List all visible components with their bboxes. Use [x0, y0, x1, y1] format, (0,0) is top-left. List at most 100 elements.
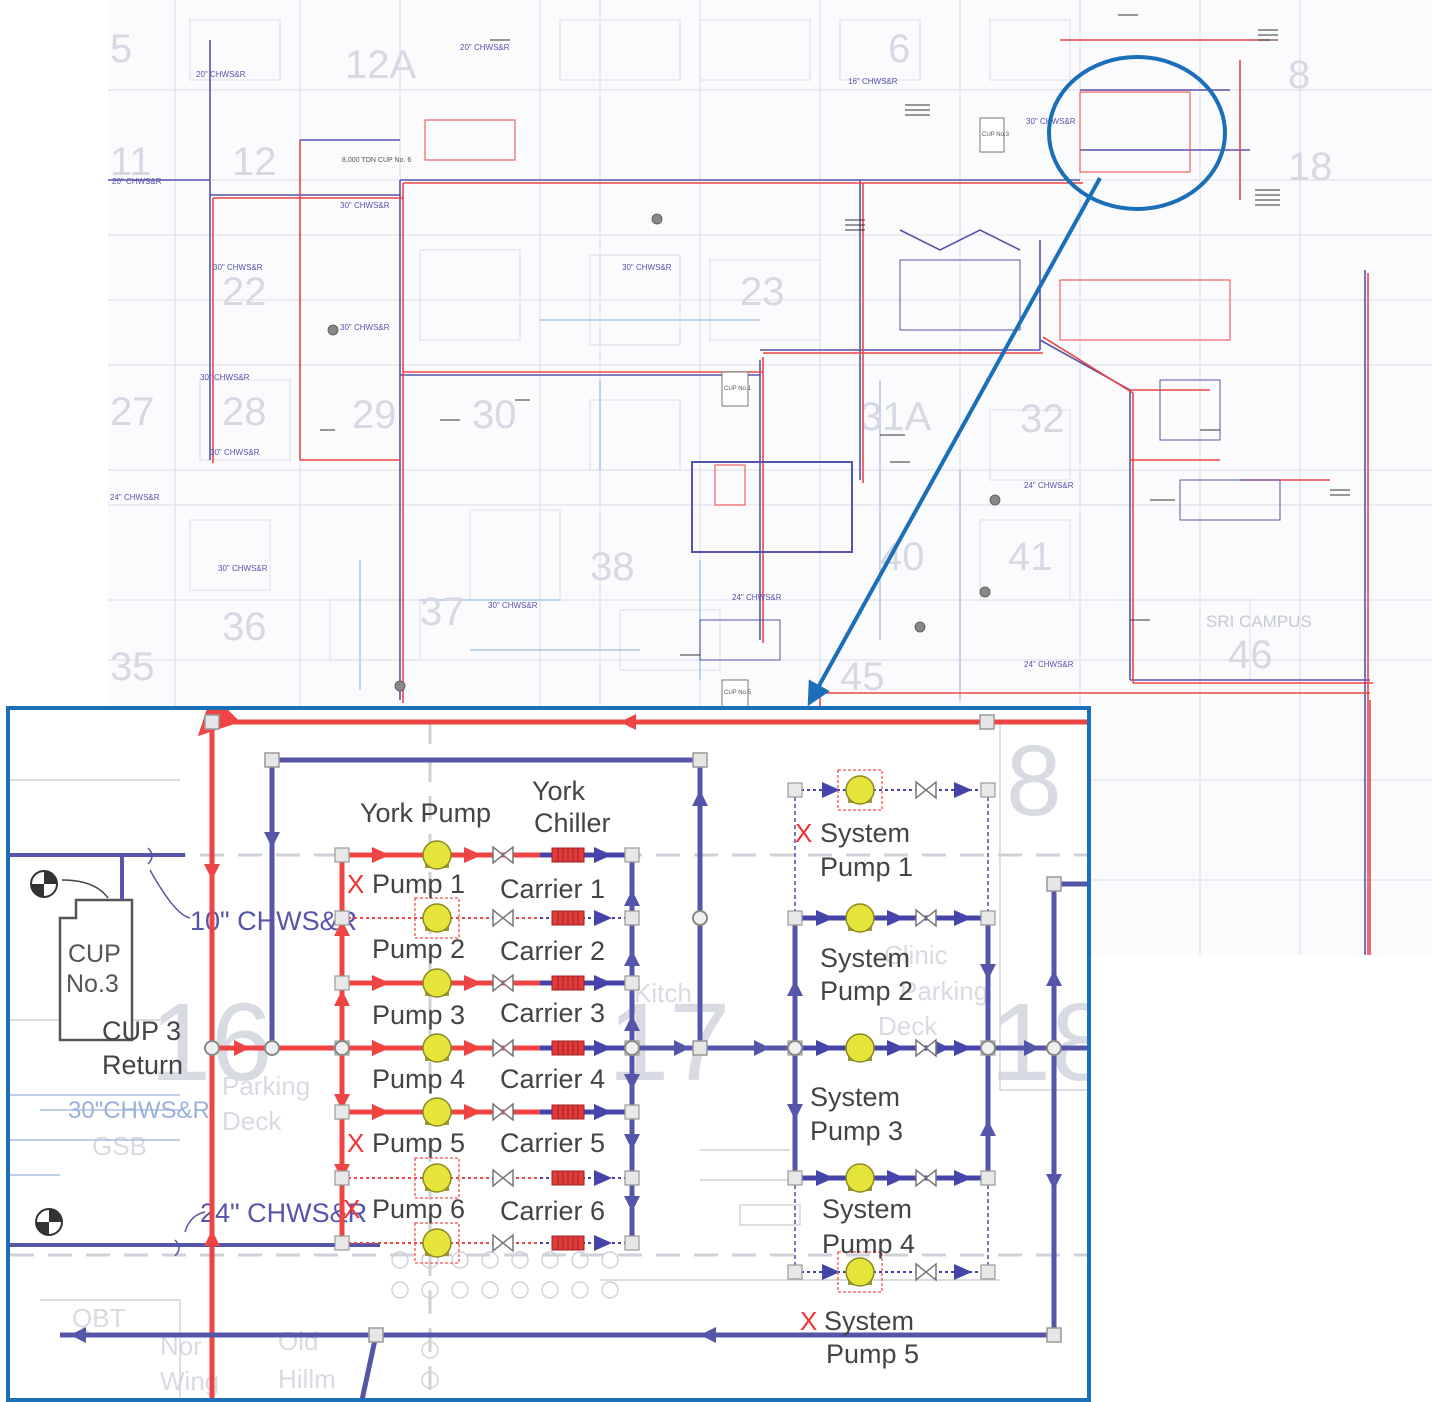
york-pump-row	[334, 1097, 640, 1127]
marker-icon	[914, 621, 926, 633]
building-connection-pipes	[10, 853, 380, 1247]
junction-node	[787, 1040, 803, 1056]
valve-icon	[915, 1168, 937, 1188]
cup-box-label: CUP	[68, 940, 121, 968]
pump-icon	[422, 1097, 452, 1127]
system-pump-label: System	[822, 1194, 912, 1224]
marker-icon	[394, 680, 406, 692]
system-pump-label: Pump 2	[820, 976, 913, 1006]
pipe-fitting	[334, 847, 350, 863]
system-pump-label: System	[810, 1082, 900, 1112]
block-number: 23	[740, 270, 785, 314]
chiller-label: Carrier 4	[500, 1064, 605, 1094]
pipe-label: 30" CHWS&R	[210, 448, 260, 457]
pipe-fitting	[334, 1235, 350, 1251]
junction-node	[264, 1040, 280, 1056]
junction-node	[334, 1040, 350, 1056]
chiller-label: Carrier 1	[500, 874, 605, 904]
pipe-label: 30" CHWS&R	[622, 263, 672, 272]
equipment-labels: York Pump York Chiller Pump 1 Pump 2 Pum…	[360, 776, 919, 1369]
system-pump-row	[787, 1163, 996, 1193]
pump-label: Pump 6	[372, 1194, 465, 1224]
pipe-label: 24" CHWS&R	[1024, 660, 1074, 669]
pump-icon	[845, 775, 875, 805]
bg-label: Parking	[900, 976, 988, 1006]
pipe-label: 30" CHWS&R	[200, 373, 250, 382]
pipe-label: 20" CHWS&R	[196, 70, 246, 79]
pipe-fitting	[980, 1264, 996, 1280]
pump-label: Pump 2	[372, 934, 465, 964]
marker-icon	[979, 586, 991, 598]
system-pump-label: Pump 3	[810, 1116, 903, 1146]
pump-icon	[422, 840, 452, 870]
block-number: 38	[590, 545, 635, 589]
junction-node	[1046, 1040, 1062, 1056]
offline-markers: X X X X X	[343, 818, 817, 1336]
york-pump-row	[334, 1222, 640, 1264]
plant-label: CUP No.5	[724, 690, 752, 696]
detail-inset: 8 16 17 18 Parking Deck GSB QBT Nor Wing…	[6, 706, 1091, 1402]
chiller-icon	[551, 847, 585, 863]
valve-icon	[492, 973, 514, 993]
pipe-fitting	[624, 1170, 640, 1186]
system-pump-label: System	[820, 943, 910, 973]
pipe-fitting	[624, 1104, 640, 1120]
chiller-icon	[551, 1235, 585, 1251]
pump-icon	[422, 968, 452, 998]
pipe-label: 20" CHWS&R	[112, 177, 162, 186]
valve-icon	[492, 1233, 514, 1253]
bg-label: QBT	[72, 1303, 126, 1333]
return-label: CUP 3	[102, 1016, 181, 1046]
pump-highlight-box	[414, 1222, 460, 1264]
chiller-label: Carrier 3	[500, 998, 605, 1028]
bg-label: Kitch	[634, 978, 692, 1008]
pipe-fitting	[624, 847, 640, 863]
valve-icon	[915, 1038, 937, 1058]
block-number: 12A	[345, 43, 416, 87]
pump-icon	[845, 1163, 875, 1193]
pipe-fitting	[334, 1170, 350, 1186]
offline-x-mark: X	[347, 869, 364, 899]
chiller-icon	[551, 975, 585, 991]
pipe-network	[108, 39, 1373, 955]
pipe-fitting	[624, 910, 640, 926]
york-pump-header: York Pump	[360, 798, 491, 828]
valve-icon	[915, 908, 937, 928]
pump-highlight-box	[414, 1157, 460, 1199]
return-label: Return	[102, 1050, 183, 1080]
plant-box	[721, 371, 749, 407]
pipe-label: 30" CHWS&R	[218, 564, 268, 573]
system-pump-label: System	[820, 818, 910, 848]
pump-highlight-box	[414, 897, 460, 939]
junction-node	[204, 1040, 220, 1056]
pipe-fitting	[334, 910, 350, 926]
block-number: 36	[222, 605, 267, 649]
block-number: 46	[1228, 633, 1273, 677]
pipe-fitting	[980, 910, 996, 926]
york-pump-row	[334, 840, 640, 870]
chiller-label: Carrier 2	[500, 936, 605, 966]
pump-icon	[845, 903, 875, 933]
pump-icon	[422, 903, 452, 933]
compass-icon	[35, 1208, 63, 1236]
pipe-label-30in: 30"CHWS&R	[68, 1097, 210, 1124]
marker-icon	[651, 213, 663, 225]
bg-label: 8	[1006, 725, 1062, 837]
map-markers	[327, 213, 1001, 692]
elbow-fittings	[204, 714, 1062, 1343]
pump-icon	[422, 1033, 452, 1063]
chiller-label: Carrier 6	[500, 1196, 605, 1226]
pipe-label: 16" CHWS&R	[848, 77, 898, 86]
pump-label: Pump 4	[372, 1064, 465, 1094]
system-pump-label: Pump 4	[822, 1229, 915, 1259]
plant-box	[979, 117, 1005, 153]
pipe-fitting	[787, 782, 803, 798]
compass-icon	[30, 870, 58, 898]
pump-icon	[845, 1033, 875, 1063]
york-pump-row	[334, 1157, 640, 1199]
pump-label: Pump 5	[372, 1128, 465, 1158]
system-pump-label: System	[824, 1306, 914, 1336]
block-number: 12	[232, 140, 277, 184]
cup-building-outline	[58, 898, 134, 1042]
